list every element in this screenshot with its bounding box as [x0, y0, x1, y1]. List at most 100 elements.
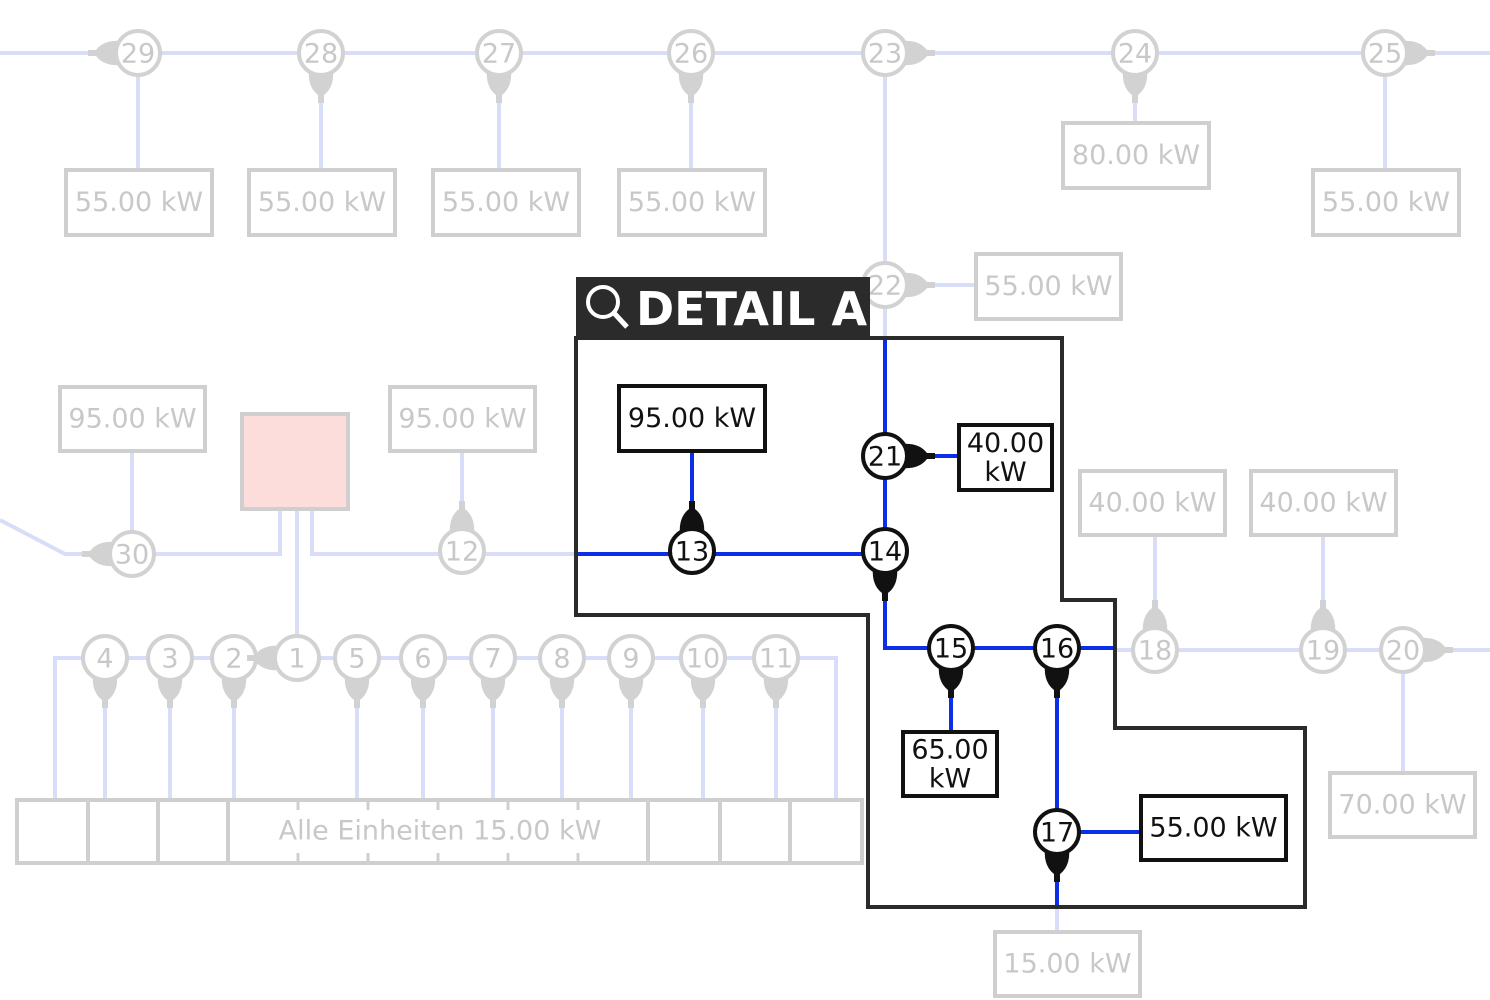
node-7[interactable]: 7 [469, 634, 517, 708]
node-number: 13 [675, 537, 709, 568]
node-4[interactable]: 4 [81, 634, 129, 708]
plug-icon [678, 69, 704, 103]
node-number: 21 [868, 442, 902, 473]
plug-icon [88, 40, 122, 66]
node-number: 20 [1386, 636, 1420, 667]
node-23[interactable]: 23 [861, 29, 935, 77]
node-13[interactable]: 13 [668, 501, 716, 575]
plug-icon [1401, 40, 1435, 66]
load-box-l24: 80.00 kW [1061, 121, 1211, 190]
node-number: 30 [115, 540, 149, 571]
node-number: 17 [1040, 818, 1074, 849]
node-28[interactable]: 28 [297, 29, 345, 103]
load-box-l18: 40.00 kW [1078, 469, 1227, 537]
load-unit: kW [929, 764, 971, 795]
plug-icon [679, 501, 705, 535]
detail-a-outline [574, 336, 1307, 909]
power-source-box [240, 412, 350, 511]
node-18[interactable]: 18 [1131, 600, 1179, 674]
load-value: 40.00 [967, 428, 1044, 459]
plug-icon [486, 69, 512, 103]
plug-icon [1044, 664, 1070, 698]
node-14[interactable]: 14 [861, 527, 909, 601]
node-number: 10 [686, 644, 720, 675]
node-3[interactable]: 3 [146, 634, 194, 708]
node-number: 22 [868, 271, 902, 302]
plug-icon [1122, 69, 1148, 103]
plug-icon [308, 69, 334, 103]
node-number: 14 [868, 537, 902, 568]
plug-icon [410, 674, 436, 708]
bus-bar: Alle Einheiten 15.00 kW [15, 798, 864, 865]
node-number: 3 [161, 644, 178, 675]
node-20[interactable]: 20 [1379, 626, 1453, 674]
load-box-l17: 55.00 kW [1139, 794, 1288, 862]
load-value: 55.00 kW [628, 187, 756, 218]
load-value: 55.00 kW [75, 187, 203, 218]
node-6[interactable]: 6 [399, 634, 447, 708]
node-26[interactable]: 26 [667, 29, 715, 103]
node-19[interactable]: 19 [1299, 600, 1347, 674]
node-number: 15 [934, 634, 968, 665]
node-number: 29 [121, 39, 155, 70]
detail-a-header: DETAIL A [576, 277, 870, 338]
plug-icon [690, 674, 716, 708]
load-box-l12: 95.00 kW [388, 385, 537, 453]
node-number: 24 [1118, 39, 1152, 70]
load-value: 80.00 kW [1072, 140, 1200, 171]
load-value: 15.00 kW [1003, 949, 1131, 980]
bus-bar-label: Alle Einheiten 15.00 kW [279, 816, 602, 847]
plug-icon [344, 674, 370, 708]
load-value: 55.00 kW [1322, 187, 1450, 218]
load-box-l25: 55.00 kW [1311, 168, 1461, 237]
node-number: 28 [304, 39, 338, 70]
load-value: 40.00 kW [1259, 488, 1387, 519]
node-15[interactable]: 15 [927, 624, 975, 698]
faded-connection-line [310, 509, 576, 556]
node-5[interactable]: 5 [333, 634, 381, 708]
node-8[interactable]: 8 [538, 634, 586, 708]
node-22[interactable]: 22 [861, 261, 935, 309]
magnifier-icon [586, 285, 629, 329]
node-number: 6 [414, 644, 431, 675]
load-box-l22: 55.00 kW [974, 252, 1123, 321]
plug-icon [618, 674, 644, 708]
node-30[interactable]: 30 [82, 530, 156, 578]
node-17[interactable]: 17 [1033, 808, 1081, 882]
plug-icon [480, 674, 506, 708]
node-9[interactable]: 9 [607, 634, 655, 708]
load-box-l27: 55.00 kW [431, 168, 581, 237]
plug-icon [1310, 600, 1336, 634]
load-box-l13: 95.00 kW [617, 384, 767, 453]
load-box-l20: 70.00 kW [1328, 771, 1477, 839]
node-2[interactable]: 2 [210, 634, 258, 708]
node-number: 18 [1138, 636, 1172, 667]
node-25[interactable]: 25 [1361, 29, 1435, 77]
load-box-l30: 95.00 kW [58, 385, 207, 453]
node-29[interactable]: 29 [88, 29, 162, 77]
load-value: 40.00 kW [1088, 488, 1216, 519]
node-21[interactable]: 21 [861, 432, 935, 480]
node-10[interactable]: 10 [679, 634, 727, 708]
plug-icon [92, 674, 118, 708]
node-12[interactable]: 12 [438, 501, 486, 575]
plug-icon [1142, 600, 1168, 634]
node-11[interactable]: 11 [752, 634, 800, 708]
node-27[interactable]: 27 [475, 29, 523, 103]
node-number: 9 [622, 644, 639, 675]
load-value: 95.00 kW [628, 403, 756, 434]
node-24[interactable]: 24 [1111, 29, 1159, 103]
node-number: 16 [1040, 634, 1074, 665]
load-value: 95.00 kW [398, 404, 526, 435]
node-number: 25 [1368, 39, 1402, 70]
node-number: 26 [674, 39, 708, 70]
node-number: 8 [553, 644, 570, 675]
load-box-l19: 40.00 kW [1249, 469, 1398, 537]
load-box-l26: 55.00 kW [617, 168, 767, 237]
load-box-l17b: 15.00 kW [993, 930, 1142, 998]
node-1[interactable]: 1 [247, 634, 321, 682]
node-16[interactable]: 16 [1033, 624, 1081, 698]
load-value: 55.00 kW [442, 187, 570, 218]
